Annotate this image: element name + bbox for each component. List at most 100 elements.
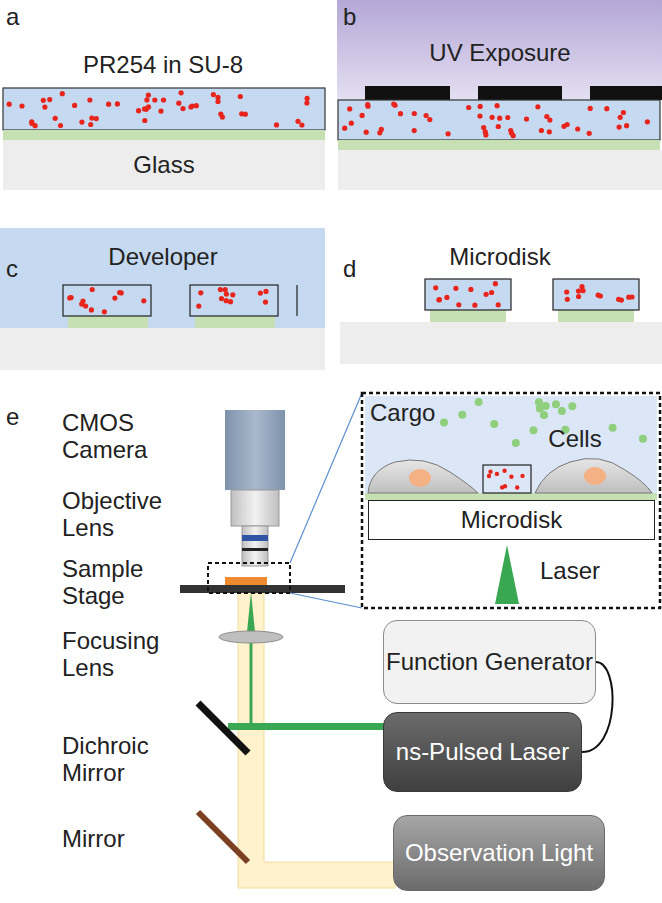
particle (477, 114, 482, 119)
particle (398, 111, 403, 116)
particle (47, 97, 52, 102)
label: Laser (540, 558, 600, 585)
label: Sample Stage (62, 556, 202, 610)
particle (219, 296, 224, 301)
particle (437, 297, 442, 302)
particle (520, 474, 524, 478)
particle (224, 298, 229, 303)
particle (179, 90, 184, 95)
panel-c (0, 228, 325, 370)
particle (102, 309, 107, 314)
particle (161, 97, 166, 102)
particle (198, 290, 203, 295)
particle (238, 94, 243, 99)
particle (468, 287, 473, 292)
particle (456, 302, 461, 307)
node-text: Observation Light (405, 840, 593, 867)
particle (349, 121, 354, 126)
particle (609, 424, 617, 432)
particle (90, 287, 95, 292)
particle (483, 132, 488, 137)
label: Mirror (62, 826, 125, 853)
particle (564, 289, 569, 294)
particle (89, 116, 94, 121)
particle (304, 100, 309, 105)
particle (618, 115, 623, 120)
particle (446, 131, 451, 136)
label: Cells (548, 426, 601, 453)
particle (552, 400, 560, 408)
particle (391, 101, 396, 106)
panel-d (340, 279, 662, 364)
particle (263, 289, 268, 294)
panel-a (3, 88, 325, 140)
particle (79, 120, 84, 125)
particle (83, 303, 88, 308)
particle (53, 116, 58, 121)
particle (412, 111, 417, 116)
particle (505, 115, 510, 120)
particle (89, 307, 94, 312)
particle (544, 114, 549, 119)
laser-box: ns-Pulsed Laser (383, 712, 582, 792)
particle (347, 106, 352, 111)
label: CMOS Camera (62, 410, 202, 464)
particle (565, 297, 570, 302)
particle (502, 469, 506, 473)
particle (188, 104, 193, 109)
particle (112, 296, 117, 301)
particle (495, 472, 499, 476)
particle (72, 103, 77, 108)
particle (621, 110, 626, 115)
particle (475, 398, 483, 406)
particle (512, 439, 520, 447)
microdisk-box: Microdisk (368, 500, 655, 540)
particle (180, 106, 185, 111)
particle (67, 295, 72, 300)
label: e (6, 404, 19, 431)
particle (194, 103, 199, 108)
particle (497, 116, 502, 121)
particle (115, 101, 120, 106)
label: Dichroic Mirror (62, 733, 202, 787)
panel-b (337, 0, 662, 190)
particle (58, 123, 63, 128)
particle (580, 288, 585, 293)
particle (576, 294, 581, 299)
particle (639, 435, 647, 443)
node-text: Function Generator (386, 649, 593, 676)
particle (33, 123, 38, 128)
particle (530, 426, 538, 434)
particle (509, 475, 513, 479)
particle (575, 126, 580, 131)
particle (490, 115, 495, 120)
particle (535, 104, 540, 109)
particle (645, 119, 650, 124)
particle (515, 485, 519, 489)
particle (360, 113, 365, 118)
particle (152, 97, 157, 102)
particle (295, 119, 300, 124)
particle (490, 420, 498, 428)
particle (412, 128, 417, 133)
particle (617, 125, 622, 130)
particle (223, 287, 228, 292)
optical-setup (180, 393, 660, 888)
particle (596, 293, 601, 298)
particle (342, 126, 347, 131)
label: a (6, 4, 19, 31)
label: Objective Lens (62, 488, 202, 542)
particle (176, 101, 181, 106)
particle (565, 122, 570, 127)
particle (472, 303, 477, 308)
label: d (343, 256, 356, 283)
particle (576, 289, 581, 294)
particle (539, 128, 544, 133)
particle (478, 104, 483, 109)
particle (60, 91, 65, 96)
particle (41, 98, 46, 103)
particle (587, 131, 592, 136)
particle (558, 407, 566, 415)
particle (568, 402, 576, 410)
label: Cargo (370, 400, 435, 427)
